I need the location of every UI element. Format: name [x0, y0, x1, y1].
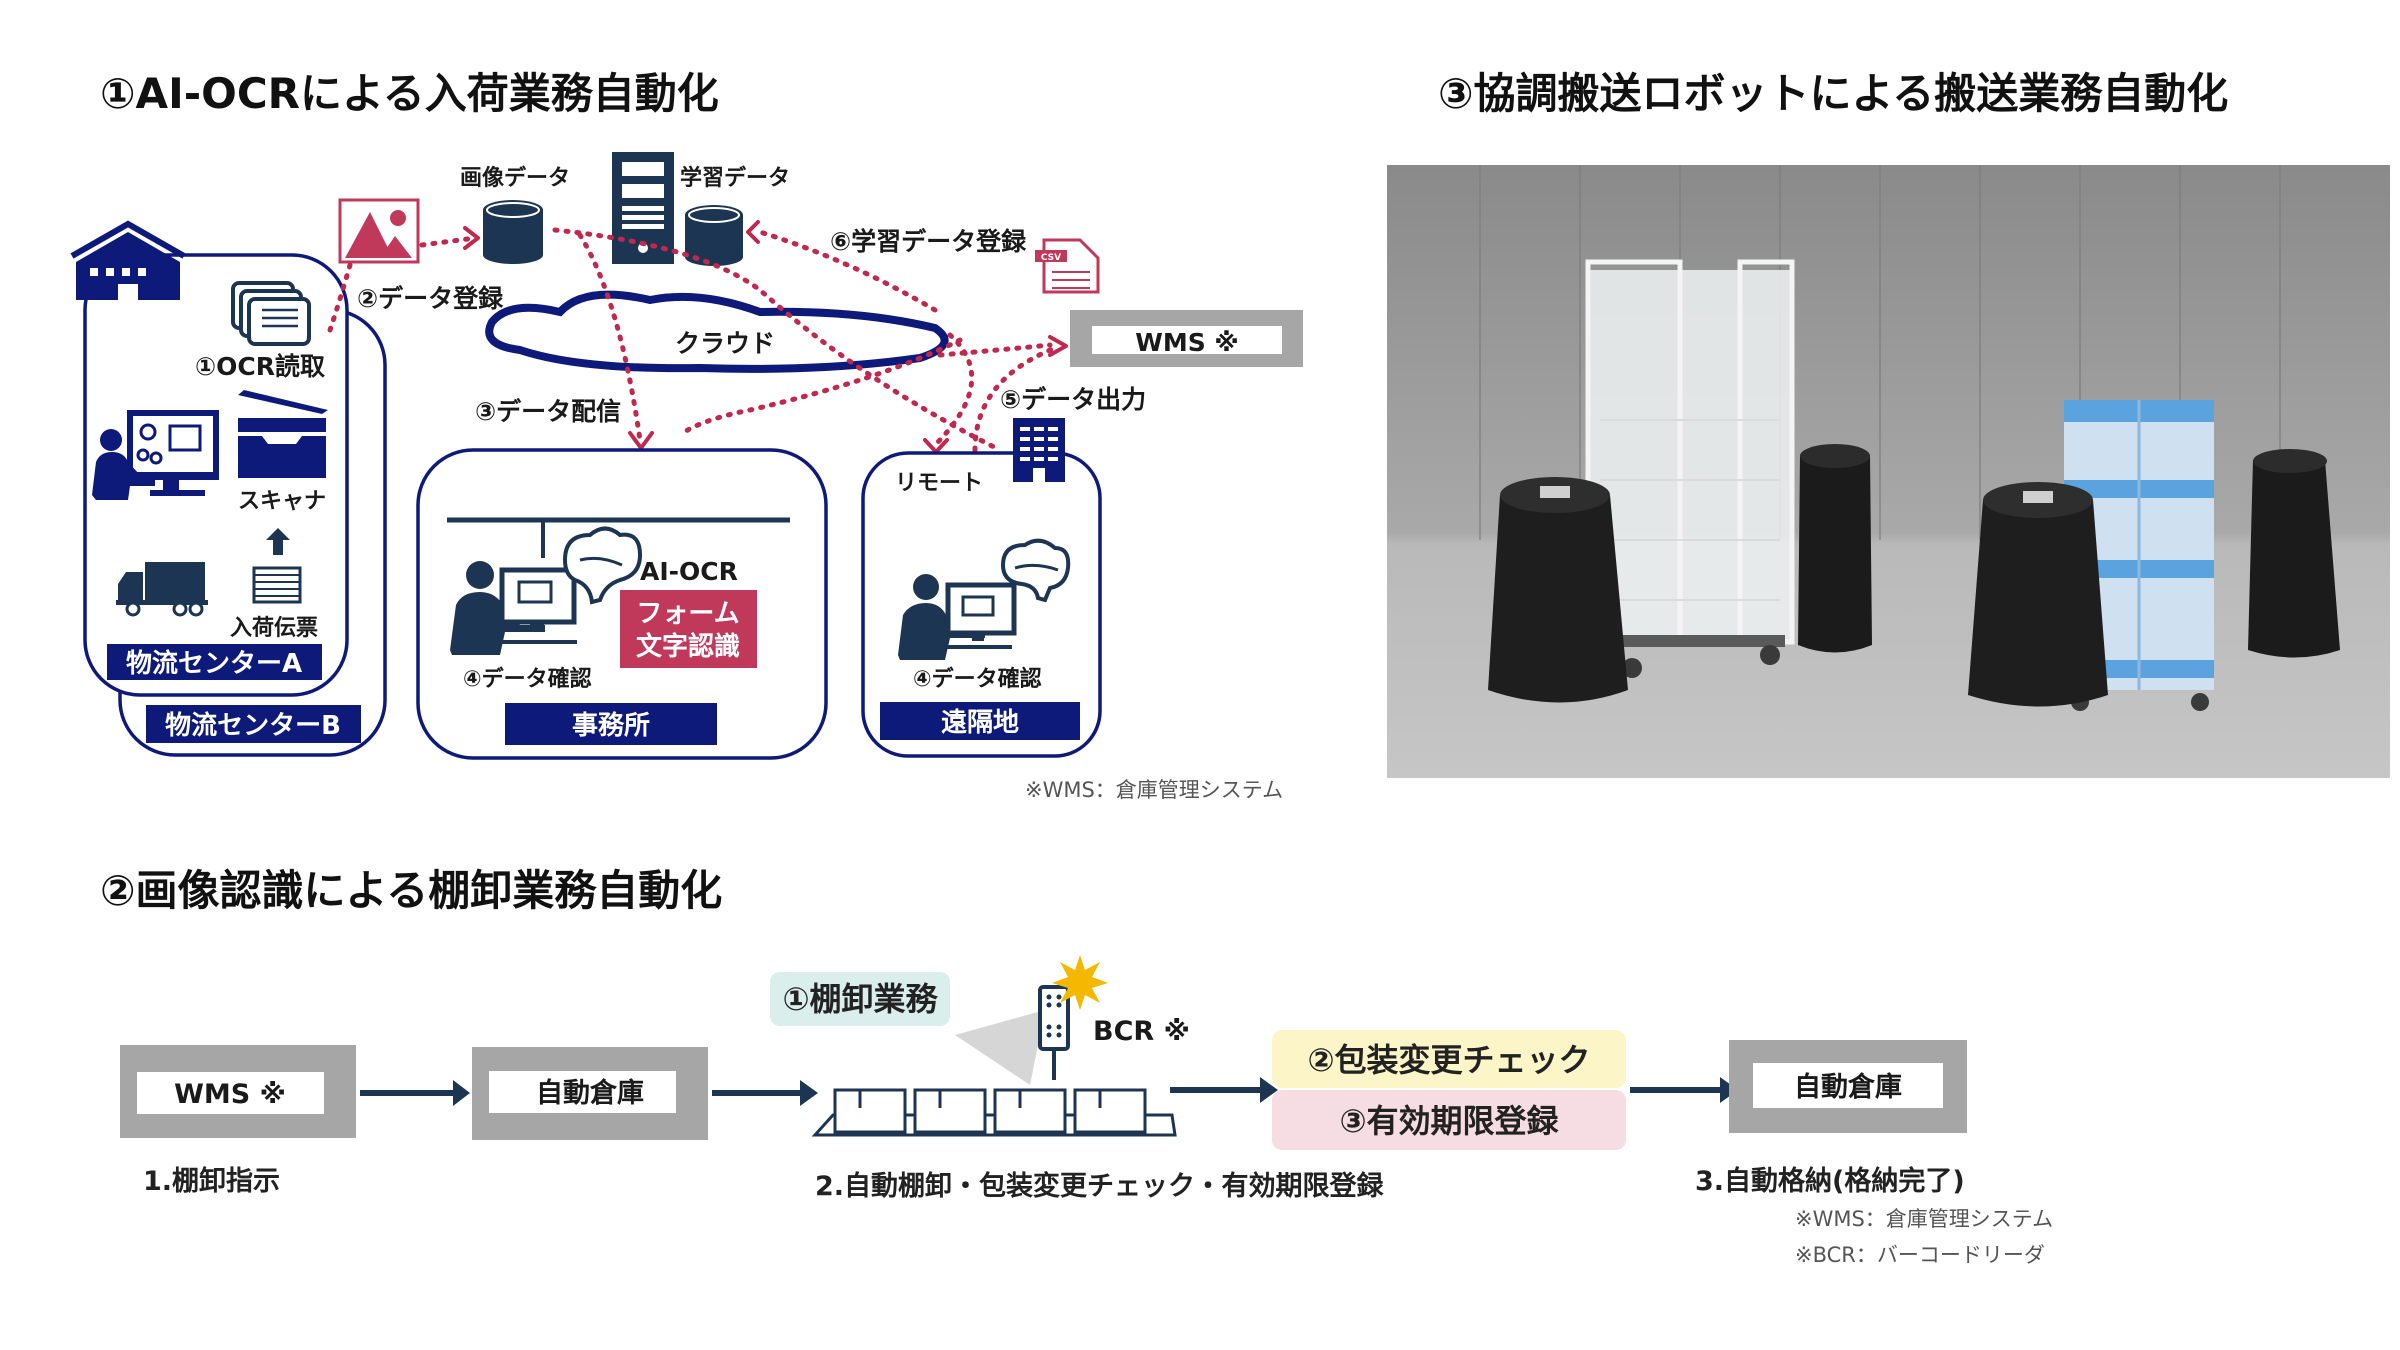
truck-icon	[116, 562, 208, 617]
scanner-label: スキャナ	[238, 489, 326, 514]
remote-label: リモート	[895, 471, 983, 496]
remote-site-label: 遠隔地	[941, 708, 1019, 738]
office-badge	[505, 703, 717, 745]
stocktake-label: ①棚卸業務	[782, 980, 938, 1018]
flow-arrow-1	[360, 1080, 470, 1106]
server-icon	[612, 152, 674, 264]
center-b-label: 物流センターB	[165, 711, 341, 741]
learning-register-label: ⑥学習データ登録	[830, 227, 1027, 256]
bcr-footnote: ※BCR：バーコードリーダ	[1795, 1243, 2045, 1267]
pack-check-label: ②包装変更チェック	[1307, 1041, 1590, 1079]
ai-ocr-label: AI-OCR	[640, 557, 738, 586]
office-label: 事務所	[572, 711, 650, 741]
remote-operator-icon	[898, 574, 1017, 660]
flow-warehouse2-label: 自動倉庫	[1794, 1071, 1902, 1103]
operator-pc-icon	[92, 410, 219, 500]
conveyor-boxes-icon	[811, 1088, 1177, 1137]
flow-wms-label: WMS ※	[174, 1079, 286, 1110]
flow-warehouse1-box	[489, 1071, 676, 1113]
image-database-icon	[483, 200, 543, 264]
center-b-badge	[146, 705, 361, 743]
step-1-label: 1.棚卸指示	[143, 1165, 280, 1197]
stocktake-tag	[770, 972, 950, 1026]
ocr-footnote: ※WMS：倉庫管理システム	[1025, 778, 1283, 802]
flow-ocr-to-image	[327, 262, 353, 333]
ocr-read-label: ①OCR読取	[195, 352, 325, 381]
flow-arrow-4	[1630, 1077, 1738, 1103]
flow-cloud-to-remote	[932, 332, 975, 448]
flow-db-to-remote	[552, 227, 1003, 453]
warehouse-icon	[70, 220, 186, 300]
office-check-label: ④データ確認	[463, 666, 592, 692]
robot-right-front	[1968, 482, 2108, 707]
wms-box	[1092, 326, 1282, 354]
flow-arrow-3	[1170, 1077, 1278, 1103]
form-line1: フォーム	[636, 599, 739, 629]
center-a-label: 物流センターA	[126, 649, 302, 679]
slip-label: 入荷伝票	[230, 616, 318, 641]
bcr-label: BCR ※	[1093, 1016, 1190, 1047]
documents-icon	[231, 281, 311, 346]
data-delivery-label: ③データ配信	[475, 397, 621, 426]
inventory-section-title: ②画像認識による棚卸業務自動化	[100, 866, 722, 915]
wms-label: WMS ※	[1135, 328, 1238, 357]
remote-check-label: ④データ確認	[913, 666, 1042, 692]
remote-frame	[861, 451, 1102, 758]
robot-left-back	[1798, 444, 1872, 653]
flow-db-to-office	[577, 232, 643, 443]
cloud-label: クラウド	[675, 329, 775, 358]
learning-data-label: 学習データ	[680, 165, 790, 191]
slip-stack-icon	[252, 566, 302, 604]
step-3-label: 3.自動格納(格納完了)	[1695, 1165, 1965, 1197]
flow-remote-to-wms	[972, 345, 1058, 453]
remote-site-badge	[880, 702, 1080, 740]
flow-warehouse2-box	[1753, 1063, 1943, 1108]
form-line2: 文字認識	[636, 631, 740, 662]
flow-cloud-to-office	[677, 337, 963, 438]
robot-left-front	[1488, 477, 1628, 703]
arrowhead-office	[628, 431, 654, 450]
center-a-badge	[107, 644, 322, 680]
remote-brain-icon	[1000, 538, 1071, 603]
building-icon	[1013, 418, 1065, 482]
ocr-section-title: ①AI-OCRによる入荷業務自動化	[100, 69, 719, 118]
csv-file-icon: CSV	[1035, 238, 1100, 294]
flash-icon	[1052, 955, 1108, 1010]
flow-warehouse1-label: 自動倉庫	[536, 1077, 644, 1109]
pack-check-tag	[1272, 1030, 1626, 1088]
data-flow-lines	[327, 220, 1068, 454]
csv-tag: CSV	[1041, 253, 1061, 263]
flow-image-to-db	[419, 235, 478, 248]
flow-wms-box	[137, 1072, 324, 1114]
scan-beam	[955, 1010, 1045, 1085]
image-file-icon	[338, 198, 420, 264]
arrowhead-wms	[1048, 335, 1068, 357]
image-data-label: 画像データ	[460, 165, 570, 191]
flow-cloud-to-wms	[937, 342, 1053, 358]
office-frame	[416, 448, 828, 760]
step-2-label: 2.自動棚卸・包装変更チェック・有効期限登録	[815, 1170, 1385, 1202]
flow-learning-register	[757, 229, 938, 313]
cage-cart	[1585, 259, 1795, 678]
form-recognition-badge	[620, 590, 757, 668]
office-operator-icon	[450, 561, 577, 655]
wms-footnote: ※WMS：倉庫管理システム	[1795, 1207, 2053, 1231]
expiry-tag	[1272, 1090, 1626, 1150]
arrowhead-db	[463, 226, 480, 250]
robot-photo	[1387, 165, 2390, 778]
arrowhead-learning	[746, 220, 760, 244]
data-register-label: ②データ登録	[357, 284, 504, 313]
expiry-label: ③有効期限登録	[1339, 1102, 1559, 1140]
arrow-up-icon	[266, 528, 290, 555]
flow-arrow-2	[712, 1080, 818, 1106]
arrowhead-remote	[923, 438, 949, 454]
data-output-label: ⑤データ出力	[1000, 385, 1146, 414]
robot-right-back	[2248, 449, 2340, 658]
robot-section-title: ③協調搬送ロボットによる搬送業務自動化	[1438, 69, 2228, 118]
barcode-reader-icon	[1038, 985, 1070, 1080]
learning-database-icon	[685, 205, 743, 266]
scanner-icon	[238, 390, 328, 478]
brain-icon	[562, 526, 643, 605]
